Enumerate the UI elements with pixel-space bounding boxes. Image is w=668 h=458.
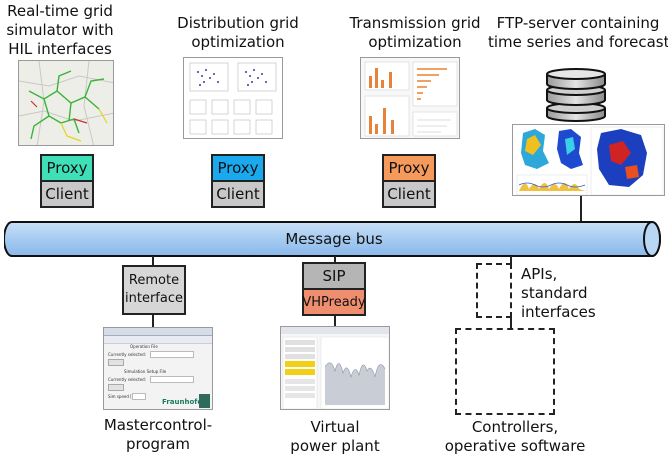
master-label-line2: program [125, 435, 191, 453]
mastercontrol-label: Mastercontrol- program [98, 416, 218, 454]
ftp-label: FTP-server containing time series and fo… [488, 14, 668, 52]
forecast-maps-graphic [513, 125, 664, 195]
master-label-line1: Mastercontrol- [103, 416, 213, 434]
vpp-label: Virtual power plant [270, 418, 400, 456]
message-bus: Message bus [3, 220, 664, 258]
remote-connector [152, 256, 154, 266]
mc-browse2-button[interactable] [108, 384, 124, 391]
apis-label-line1: APIs, [521, 265, 558, 283]
remote-label-line1: Remote [128, 273, 180, 288]
database-icon [545, 66, 607, 122]
sip-connector [334, 256, 336, 264]
sip-label: SIP [322, 267, 346, 285]
transmission-plots-graphic [361, 58, 459, 138]
proxy-dist-label: Proxy [217, 159, 259, 177]
mastercontrol-tabs [104, 336, 212, 344]
vhpready-label: VHPready [302, 294, 366, 310]
apis-label-line2: standard [521, 284, 588, 302]
rt-simulator-label: Real-time grid simulator with HIL interf… [0, 2, 120, 59]
mc-field2: Currently selected: [108, 377, 147, 382]
client-dist-label: Client [216, 185, 260, 203]
trans-label-line1: Transmission grid [349, 14, 481, 32]
controllers-label-line2: operative software [444, 437, 586, 455]
vpp-label-line2: power plant [290, 437, 380, 455]
controllers-dashed-box [455, 328, 555, 415]
proxy-rt-label: Proxy [46, 159, 88, 177]
distribution-plots-graphic [184, 58, 282, 138]
remote-interface-box: Remote interface [122, 265, 186, 315]
rt-label-line2: simulator with [6, 21, 114, 39]
client-trans-label: Client [387, 185, 431, 203]
mastercontrol-window: Operation File Currently selected: Simul… [103, 327, 213, 410]
forecast-maps-image [512, 124, 665, 196]
message-bus-label: Message bus [285, 230, 383, 248]
rt-grid-map-image [18, 60, 114, 146]
client-dist: Client [211, 180, 265, 208]
transmission-optimization-image [360, 57, 460, 139]
client-rt: Client [40, 180, 94, 208]
proxy-trans-label: Proxy [388, 159, 430, 177]
fraunhofer-logo: Fraunhofer [162, 398, 206, 406]
vpp-window [280, 326, 390, 410]
trans-label-line2: optimization [368, 33, 462, 51]
remote-label-line2: interface [125, 291, 183, 306]
vpp-label-line1: Virtual [310, 418, 360, 436]
apis-label: APIs, standard interfaces [521, 265, 621, 322]
mc-field3: Sim speed [ms] [108, 394, 140, 399]
ftp-connector [580, 196, 582, 222]
distribution-optimization-image [183, 57, 283, 139]
dist-label-line1: Distribution grid [177, 14, 299, 32]
proxy-dist: Proxy [211, 154, 265, 182]
transmission-label: Transmission grid optimization [345, 14, 485, 52]
mc-browse1-button[interactable] [108, 359, 124, 366]
sip-box: SIP [302, 262, 366, 290]
mc-section2: Simulation Setup File [124, 369, 167, 374]
distribution-label: Distribution grid optimization [168, 14, 308, 52]
mc-section1: Operation File [130, 344, 158, 349]
logo-image-icon [199, 394, 210, 408]
vpp-connector [334, 314, 336, 326]
rt-label-line1: Real-time grid [7, 2, 113, 20]
client-rt-label: Client [45, 185, 89, 203]
dist-label-line2: optimization [191, 33, 285, 51]
mc-speed-input[interactable] [132, 393, 146, 400]
mc-field1: Currently selected: [108, 352, 147, 357]
proxy-trans: Proxy [382, 154, 436, 182]
client-trans: Client [382, 180, 436, 208]
grid-map-graphic [19, 61, 113, 145]
vhpready-box: VHPready [302, 288, 366, 316]
mastercontrol-titlebar [104, 328, 212, 336]
rt-label-line3: HIL interfaces [8, 40, 112, 58]
api-dashed-box [476, 263, 512, 318]
api-connector [510, 256, 512, 264]
controllers-label: Controllers, operative software [440, 418, 590, 456]
controllers-label-line1: Controllers, [471, 418, 559, 436]
mc-field2-input[interactable] [150, 376, 194, 383]
ftp-label-line2: time series and forecasts [488, 33, 668, 51]
database-icon-graphic [546, 68, 606, 122]
proxy-rt: Proxy [40, 154, 94, 182]
ftp-label-line1: FTP-server containing [496, 14, 660, 32]
controllers-connector [510, 316, 512, 329]
vpp-window-graphic [281, 327, 389, 409]
mastercontrol-connector [152, 313, 154, 328]
mc-field1-input[interactable] [150, 351, 194, 358]
message-bus-graphic [3, 221, 661, 257]
apis-label-line3: interfaces [521, 303, 596, 321]
